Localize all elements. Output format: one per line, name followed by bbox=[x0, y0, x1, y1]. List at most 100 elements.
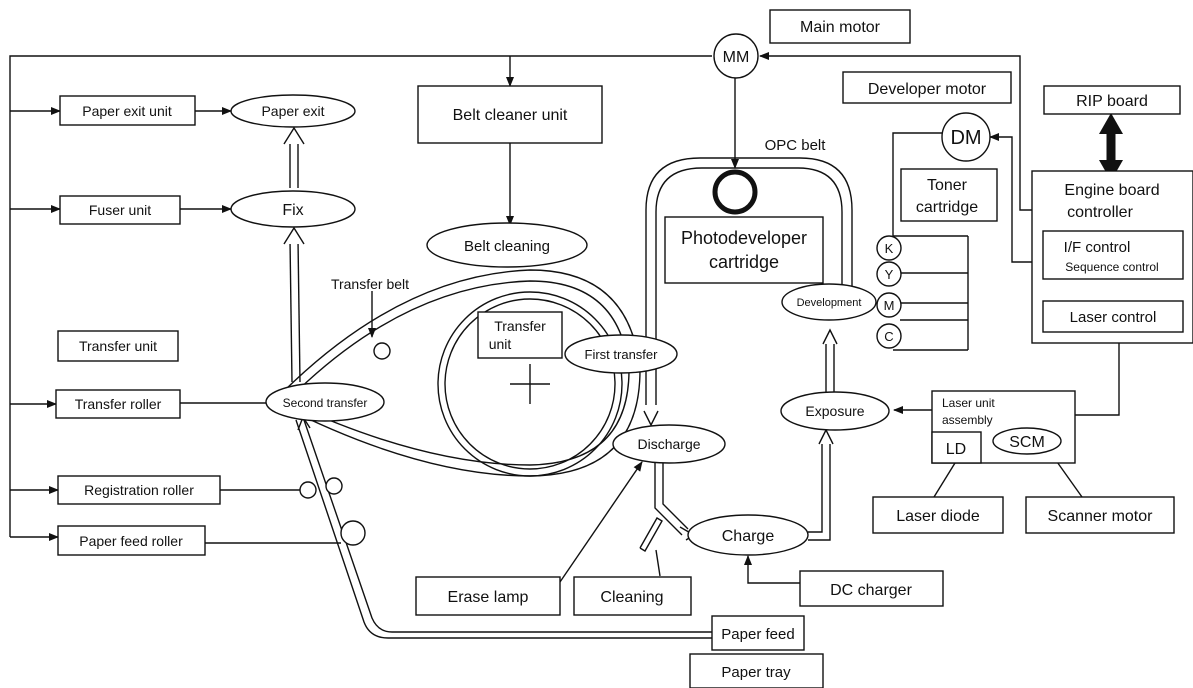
transfer-unit-left-label: Transfer unit bbox=[79, 338, 157, 354]
photodeveloper-box bbox=[664, 216, 824, 284]
photodeveloper-label-1: Photodeveloper bbox=[681, 228, 807, 248]
belt-cleaner-unit-box bbox=[417, 85, 603, 144]
laser-control-label: Laser control bbox=[1070, 309, 1157, 326]
toner-k-label: K bbox=[885, 241, 894, 256]
paper-tray-label: Paper tray bbox=[721, 664, 791, 681]
discharge-node bbox=[612, 424, 726, 464]
discharge-label: Discharge bbox=[637, 436, 700, 452]
paper-exit-node bbox=[230, 94, 356, 128]
toner-y-node bbox=[876, 261, 902, 287]
belt-cleaner-unit-label: Belt cleaner unit bbox=[453, 107, 568, 124]
belt-cleaning-node bbox=[426, 222, 588, 268]
registration-roller-box bbox=[57, 475, 221, 505]
fix-label: Fix bbox=[282, 202, 303, 219]
transfer-unit-inner-box bbox=[477, 311, 563, 359]
registration-roller-b bbox=[325, 477, 343, 495]
first-transfer-label: First transfer bbox=[585, 347, 659, 362]
opc-belt-path bbox=[643, 157, 853, 541]
toner-k-node bbox=[876, 235, 902, 261]
engine-board-label-2: controller bbox=[1067, 204, 1133, 221]
main-motor-label: Main motor bbox=[800, 19, 881, 36]
photodeveloper-roller bbox=[712, 169, 758, 215]
process-nodes bbox=[230, 33, 1062, 556]
ld-label: LD bbox=[946, 441, 966, 458]
component-boxes bbox=[55, 9, 1193, 688]
exposure-label: Exposure bbox=[805, 403, 864, 419]
toner-y-label: Y bbox=[885, 267, 894, 282]
paper-feed-roller-label: Paper feed roller bbox=[79, 533, 183, 549]
engine-board-label-1: Engine board bbox=[1064, 182, 1159, 199]
scanner-motor-box bbox=[1025, 496, 1175, 534]
exposure-node bbox=[780, 391, 890, 431]
paper-feed-box bbox=[711, 615, 805, 651]
opc-belt-label: OPC belt bbox=[765, 137, 827, 154]
transfer-unit-inner-label-1: Transfer bbox=[494, 318, 546, 334]
developer-motor-label: Developer motor bbox=[868, 81, 987, 98]
toner-cartridge-box bbox=[900, 168, 998, 222]
mm-label: MM bbox=[723, 49, 750, 66]
photodeveloper-label-2: cartridge bbox=[709, 252, 779, 272]
laser-control-box bbox=[1042, 300, 1184, 333]
erase-lamp-label: Erase lamp bbox=[448, 589, 529, 606]
erase-lamp-box bbox=[415, 576, 561, 616]
transfer-roller-label: Transfer roller bbox=[75, 396, 162, 412]
rip-board-box bbox=[1043, 85, 1181, 115]
toner-rails bbox=[893, 235, 969, 351]
developer-motor-box bbox=[842, 71, 1012, 104]
paper-tray-box bbox=[689, 653, 824, 688]
paper-feed-roller-wheel bbox=[340, 520, 366, 546]
dc-charger-label: DC charger bbox=[830, 582, 912, 599]
registration-roller-label: Registration roller bbox=[84, 482, 194, 498]
second-transfer-label: Second transfer bbox=[283, 396, 368, 410]
belt-cleaning-label: Belt cleaning bbox=[464, 238, 550, 255]
paper-feed-label: Paper feed bbox=[721, 626, 794, 643]
charge-label: Charge bbox=[722, 528, 775, 545]
cleaning-box bbox=[573, 576, 692, 616]
laser-unit-label-1: Laser unit bbox=[942, 396, 995, 410]
rip-board-label: RIP board bbox=[1076, 93, 1148, 110]
transfer-unit-left-box bbox=[57, 330, 179, 362]
toner-c-node bbox=[876, 323, 902, 349]
charge-node bbox=[687, 514, 809, 556]
main-motor-box bbox=[769, 9, 911, 44]
toner-m-node bbox=[876, 292, 902, 318]
paper-exit-unit-box bbox=[59, 95, 196, 126]
if-control-label: I/F control bbox=[1064, 239, 1131, 256]
toner-m-label: M bbox=[884, 298, 895, 313]
laser-diode-box bbox=[872, 496, 1004, 534]
fix-node bbox=[230, 190, 356, 228]
toner-cartridge-label-2: cartridge bbox=[916, 199, 978, 216]
development-node bbox=[781, 283, 877, 321]
paper-feed-roller-box bbox=[57, 525, 206, 556]
dc-charger-box bbox=[799, 570, 944, 607]
laser-unit-label-2: assembly bbox=[942, 413, 993, 427]
toner-c-label: C bbox=[884, 329, 893, 344]
paper-exit-label: Paper exit bbox=[261, 103, 324, 119]
paper-exit-unit-label: Paper exit unit bbox=[82, 103, 172, 119]
scanner-motor-label: Scanner motor bbox=[1048, 508, 1154, 525]
scm-node bbox=[992, 427, 1062, 455]
development-label: Development bbox=[797, 297, 862, 309]
if-control-box bbox=[1042, 230, 1184, 280]
paper-path bbox=[283, 126, 712, 639]
fuser-unit-label: Fuser unit bbox=[89, 202, 151, 218]
registration-roller-a bbox=[299, 481, 317, 499]
transfer-belt-label: Transfer belt bbox=[331, 276, 409, 292]
sequence-control-label: Sequence control bbox=[1065, 260, 1158, 274]
dm-node bbox=[941, 112, 991, 162]
fuser-unit-box bbox=[59, 195, 181, 225]
ld-box bbox=[931, 431, 982, 464]
toner-cartridge-label-1: Toner bbox=[927, 177, 968, 194]
transfer-belt-assembly bbox=[279, 269, 641, 477]
second-transfer-node bbox=[265, 382, 385, 422]
first-transfer-node bbox=[564, 334, 678, 374]
dm-label: DM bbox=[950, 127, 981, 149]
transfer-roller-box bbox=[55, 389, 181, 419]
transfer-unit-inner-label-2: unit bbox=[489, 336, 512, 352]
connector-lines bbox=[9, 52, 1123, 584]
text-labels: Main motor MM Developer motor RIP board … bbox=[75, 19, 1160, 681]
laser-diode-label: Laser diode bbox=[896, 508, 980, 525]
scm-label: SCM bbox=[1009, 434, 1045, 451]
cleaning-label: Cleaning bbox=[600, 589, 663, 606]
